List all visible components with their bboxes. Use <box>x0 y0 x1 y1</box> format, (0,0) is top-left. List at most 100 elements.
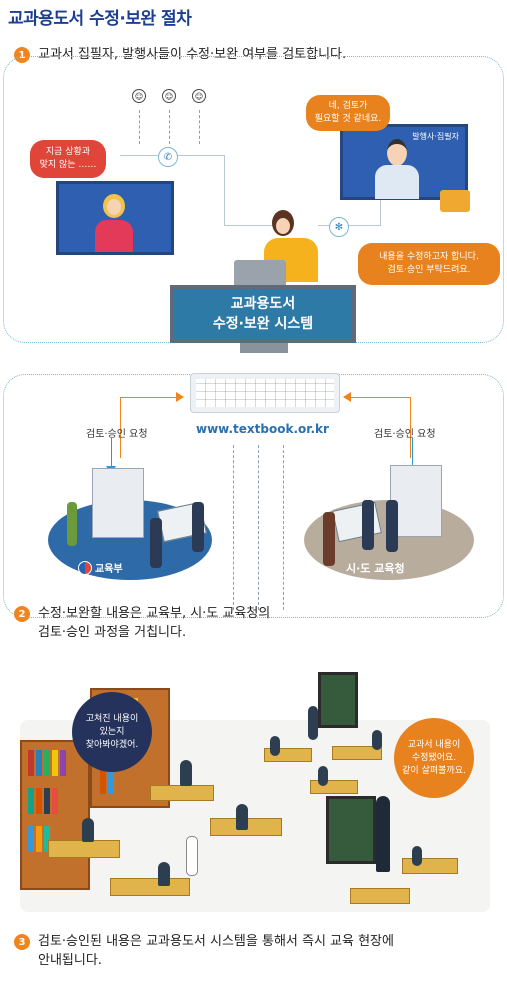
ministry-label: 교육부 <box>78 560 123 575</box>
dashed-line <box>283 445 284 610</box>
student <box>308 706 318 740</box>
bubble-text: 지금 상황과 <box>45 147 91 157</box>
step-2-line1: 수정·보완할 내용은 교육부, 시·도 교육청의 <box>38 606 271 621</box>
student <box>82 818 94 842</box>
student <box>158 862 170 886</box>
dotted-arrow <box>169 110 170 144</box>
connector-line <box>318 225 380 226</box>
bubble-text: 수정됐어요. <box>411 752 457 763</box>
page-title: 교과용도서 수정·보완 절차 <box>8 9 192 29</box>
system-title-line2: 수정·보완 시스템 <box>212 316 314 332</box>
monitor-stand <box>240 343 288 353</box>
bubble-text: 고쳐진 내용이 <box>85 713 139 724</box>
student <box>236 804 248 830</box>
man-body <box>375 165 419 199</box>
desk <box>402 858 458 874</box>
step-3-line2: 안내됩니다. <box>38 953 102 968</box>
chalkboard-icon <box>318 672 358 728</box>
connector-line <box>224 155 225 225</box>
student <box>372 730 382 750</box>
user-icons: ☺ ☺ ☺ <box>132 89 206 103</box>
dashed-line <box>258 445 259 610</box>
bubble-text: 네, 검토가 <box>328 101 368 111</box>
speech-bubble-left: 지금 상황과 맞지 않는 …… <box>30 140 106 178</box>
official-person <box>362 500 374 550</box>
connector-line <box>380 190 381 226</box>
bubble-text: 찾아봐야겠어. <box>85 739 139 750</box>
desk <box>110 878 190 896</box>
dotted-arrow <box>199 110 200 144</box>
user-icon: ☺ <box>162 89 176 103</box>
official-person <box>192 502 204 552</box>
dotted-arrow <box>139 110 140 144</box>
system-monitor: 교과용도서 수정·보완 시스템 <box>170 285 356 343</box>
student <box>180 760 192 786</box>
review-request-left: 검토·승인 요청 <box>86 429 148 440</box>
system-title-line1: 교과용도서 <box>230 296 296 312</box>
step-2-line2: 검토·승인 과정을 거칩니다. <box>38 625 187 640</box>
step-3-line1: 검토·승인된 내용은 교과용도서 시스템을 통해서 즉시 교육 현장에 <box>38 934 394 949</box>
official-person <box>150 518 162 568</box>
connector-line <box>224 225 284 226</box>
woman-body <box>95 220 133 252</box>
official-person <box>386 500 398 552</box>
video-screen-right: 발행사·집필자 <box>340 124 468 200</box>
speech-bubble-teacher: 교과서 내용이 수정됐어요. 같이 살펴볼까요. <box>394 718 474 798</box>
arrow-to-system-right <box>350 397 411 458</box>
speech-bubble-student: 고쳐진 내용이 있는지 찾아봐야겠어. <box>72 692 152 772</box>
step-3-number: 3 <box>14 934 30 950</box>
government-emblem-icon <box>78 560 92 575</box>
teacher <box>376 796 390 872</box>
keyboard-icon <box>190 373 340 413</box>
operator-face <box>276 218 290 234</box>
speech-bubble-right: 내용을 수정하고자 합니다. 검토·승인 부탁드려요. <box>358 243 500 285</box>
step-3: 3 검토·승인된 내용은 교과용도서 시스템을 통해서 즉시 교육 현장에 안내… <box>14 932 394 970</box>
student <box>318 766 328 786</box>
user-icon: ☺ <box>132 89 146 103</box>
phone-icon: ✆ <box>158 147 178 167</box>
dashed-line <box>233 445 234 610</box>
review-request-right: 검토·승인 요청 <box>374 429 436 440</box>
speech-bubble-top: 네, 검토가 필요할 것 같네요. <box>306 95 390 131</box>
arrow-to-system-left <box>120 397 181 458</box>
bookshelf-icon <box>20 740 90 890</box>
student <box>270 736 280 756</box>
chalkboard-icon <box>326 796 376 864</box>
bubble-text: 같이 살펴볼까요. <box>402 765 466 776</box>
official-person <box>67 502 77 546</box>
woman-face <box>107 199 121 215</box>
step-2-number: 2 <box>14 606 30 622</box>
globe-icon: ✻ <box>329 217 349 237</box>
arrowhead-left <box>343 392 351 402</box>
ministry-name: 교육부 <box>95 564 123 575</box>
desk <box>150 785 214 801</box>
step-2-text: 수정·보완할 내용은 교육부, 시·도 교육청의 검토·승인 과정을 거칩니다. <box>38 604 270 642</box>
bubble-text: 맞지 않는 …… <box>39 160 97 170</box>
arrowhead-right <box>176 392 184 402</box>
bubble-text: 내용을 수정하고자 합니다. <box>379 252 479 262</box>
keyboard-keys <box>196 379 334 407</box>
bubble-text: 검토·승인 부탁드려요. <box>387 265 471 275</box>
desk <box>48 840 120 858</box>
step-2: 2 수정·보완할 내용은 교육부, 시·도 교육청의 검토·승인 과정을 거칩니… <box>14 604 270 642</box>
folder-icon <box>440 190 470 212</box>
screen-label: 발행사·집필자 <box>412 132 459 141</box>
arrow-down-right <box>412 438 413 468</box>
student <box>186 836 198 876</box>
bubble-text: 필요할 것 같네요. <box>314 114 382 124</box>
bubble-text: 있는지 <box>99 726 125 737</box>
desk <box>332 746 382 760</box>
video-screen-left <box>56 181 174 255</box>
desk <box>350 888 410 904</box>
man-face <box>387 139 407 166</box>
system-url[interactable]: www.textbook.or.kr <box>196 422 329 436</box>
document-stack-icon <box>92 468 144 538</box>
user-icon: ☺ <box>192 89 206 103</box>
step-1-text: 교과서 집필자, 발행사들이 수정·보완 여부를 검토합니다. <box>38 47 347 62</box>
official-person <box>323 512 335 566</box>
student <box>412 846 422 866</box>
step-3-text: 검토·승인된 내용은 교과용도서 시스템을 통해서 즉시 교육 현장에 안내됩니… <box>38 932 394 970</box>
bubble-text: 교과서 내용이 <box>407 739 461 750</box>
provincial-office-name: 시·도 교육청 <box>346 562 405 575</box>
arrow-down-left <box>111 438 112 468</box>
